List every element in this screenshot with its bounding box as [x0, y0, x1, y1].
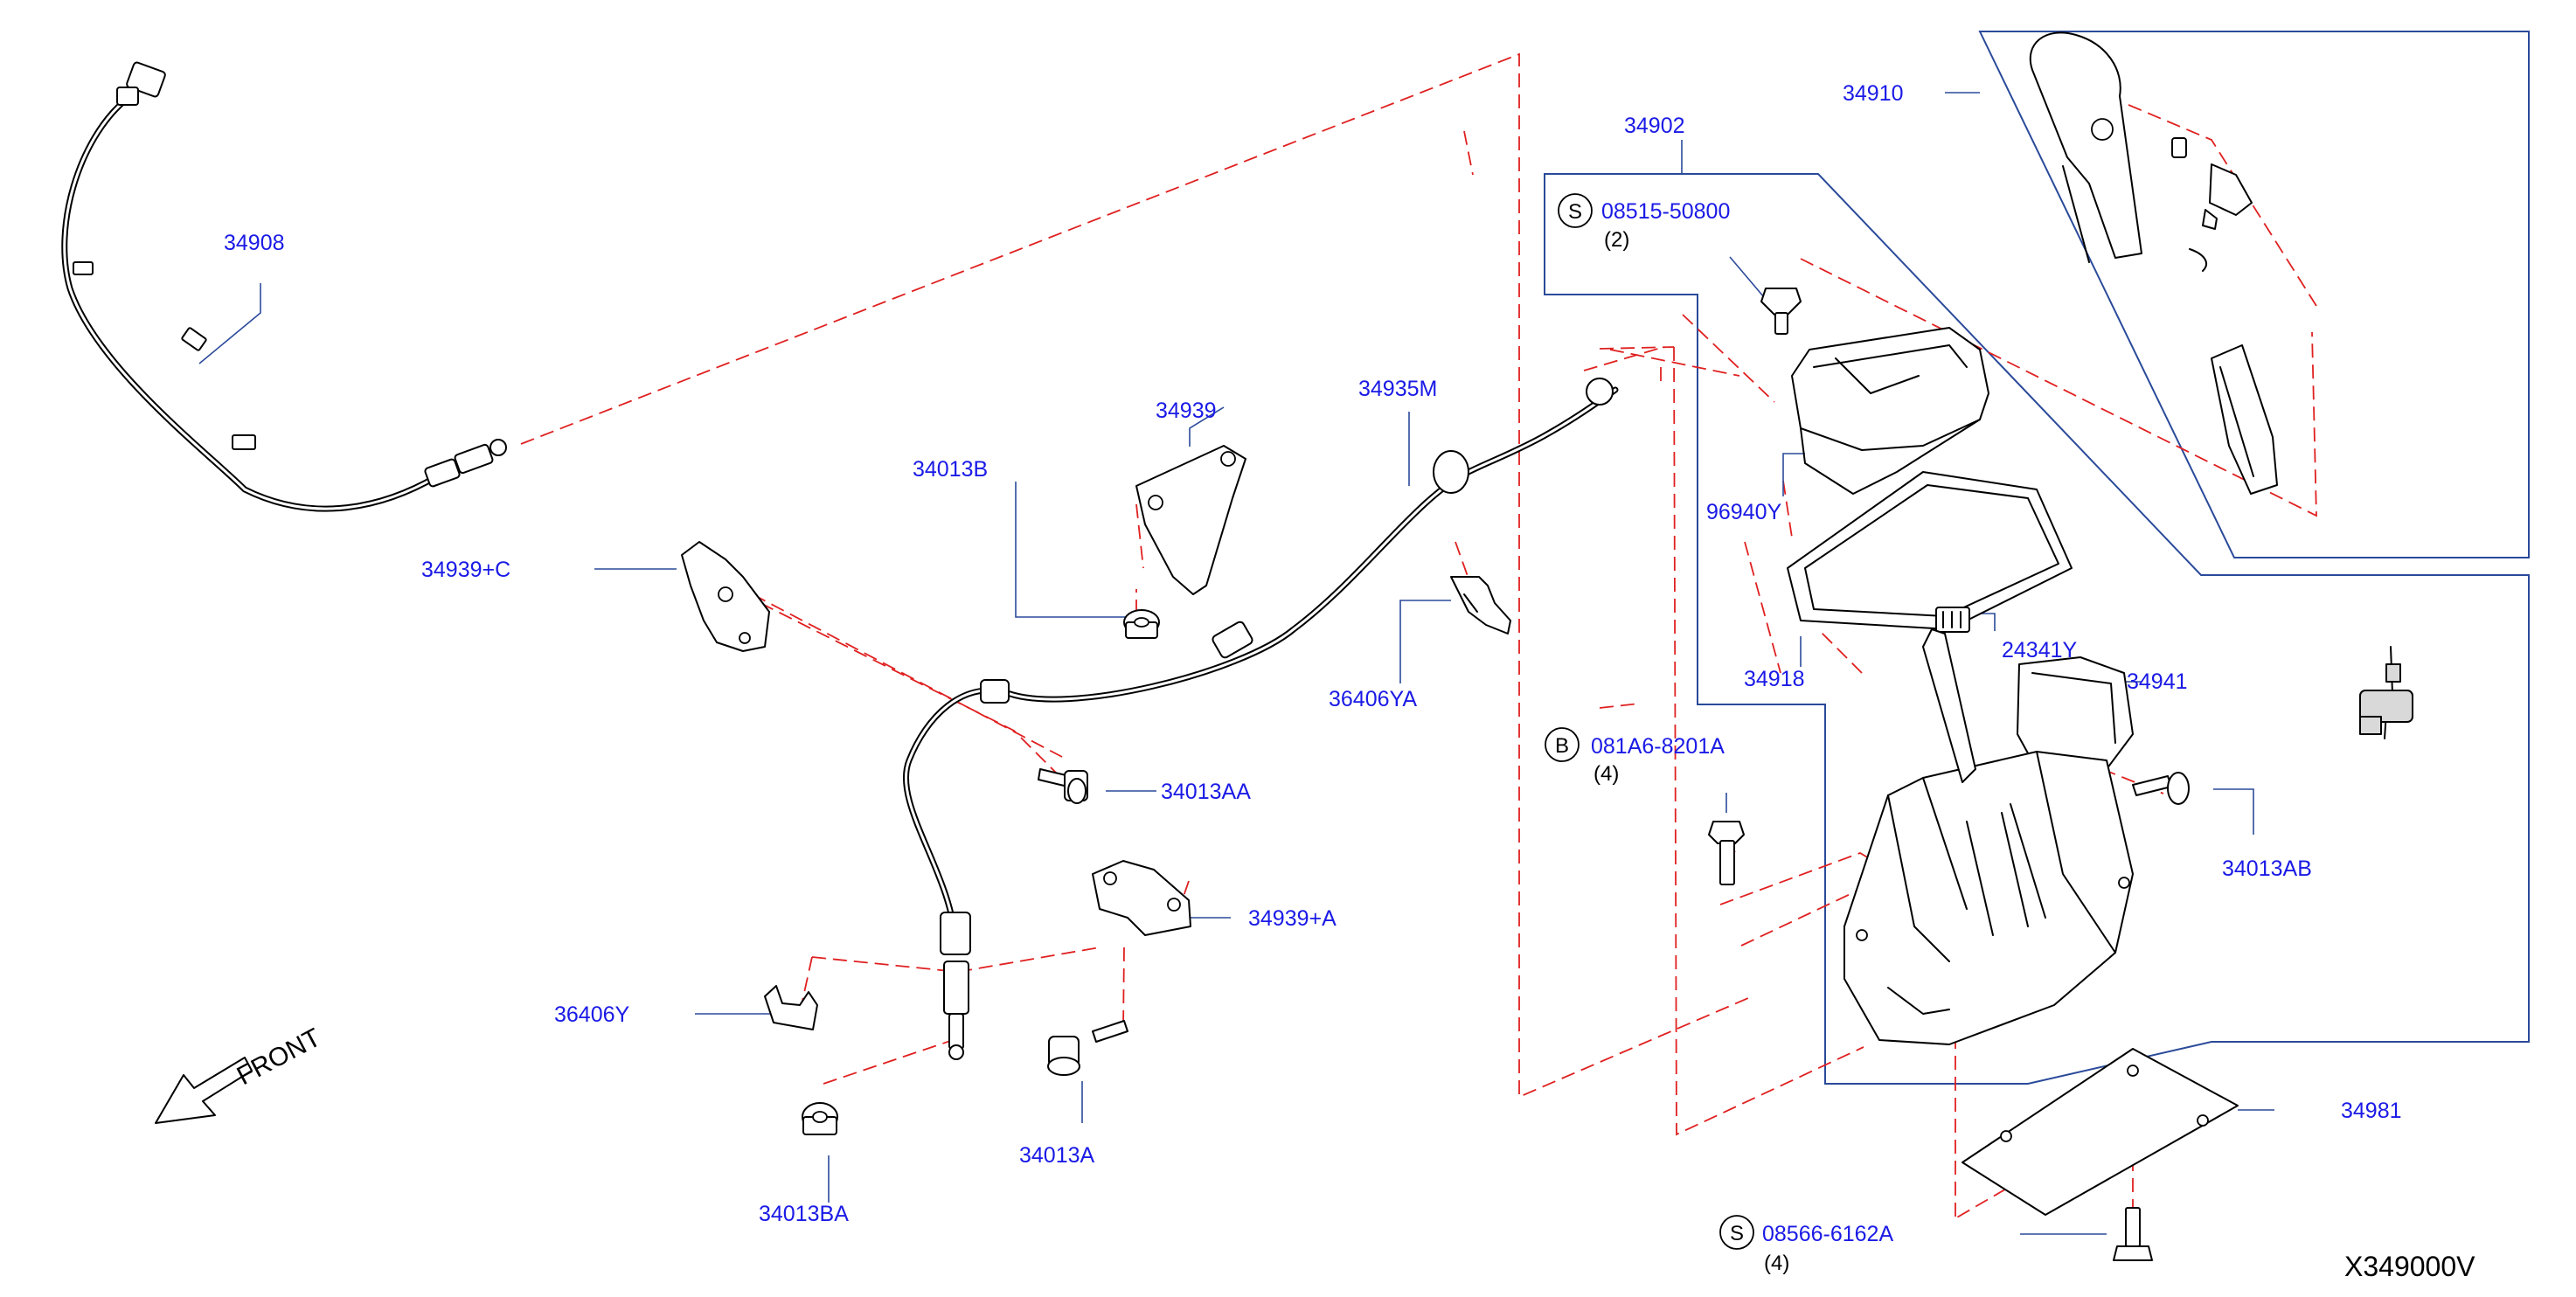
- callout-b-mid: B: [1545, 727, 1580, 762]
- thumbnail-assembly: [2359, 646, 2413, 739]
- front-label: FRONT: [233, 1023, 326, 1092]
- box-34910-knob-group: [1978, 31, 2530, 558]
- label-34918[interactable]: 34918: [1744, 667, 1805, 691]
- callout-s-top: S: [1558, 193, 1593, 228]
- label-34013AA[interactable]: 34013AA: [1161, 780, 1251, 804]
- finisher-96940Y: [1791, 327, 1989, 495]
- nut-34013BA: [802, 1102, 838, 1135]
- clip-36406Y: [764, 985, 818, 1030]
- bolt-34013AA: [1038, 768, 1088, 804]
- label-34013A[interactable]: 34013A: [1019, 1143, 1095, 1168]
- shift-knob-34910: [2029, 31, 2278, 495]
- svg-text:B: B: [1555, 734, 1569, 758]
- under-cover-34981: [1962, 1048, 2239, 1216]
- clip-36406YA: [1450, 576, 1511, 635]
- bracket-34939C: [681, 541, 770, 652]
- label-34902[interactable]: 34902: [1624, 114, 1685, 138]
- label-96940Y[interactable]: 96940Y: [1706, 500, 1782, 524]
- label-08515-50800[interactable]: 08515-50800: [1601, 199, 1730, 224]
- label-08566-6162A[interactable]: 08566-6162A: [1762, 1222, 1893, 1246]
- nut-34013B: [1123, 609, 1160, 639]
- cover-34941: [2017, 656, 2134, 770]
- label-24341Y[interactable]: 24341Y: [2002, 638, 2078, 662]
- qty-081A6-8201A: (4): [1594, 762, 1619, 786]
- qty-08566-6162A: (4): [1764, 1252, 1789, 1275]
- label-34910[interactable]: 34910: [1843, 81, 1904, 106]
- svg-text:S: S: [1568, 200, 1582, 224]
- label-36406YA[interactable]: 36406YA: [1329, 687, 1417, 711]
- shifter-assembly-34902: [1843, 628, 2134, 1045]
- screw-08515-50800: [1760, 288, 1802, 335]
- label-34939C[interactable]: 34939+C: [421, 558, 510, 582]
- label-34013AB[interactable]: 34013AB: [2222, 857, 2312, 881]
- label-34013B[interactable]: 34013B: [913, 457, 988, 482]
- label-34935M[interactable]: 34935M: [1358, 377, 1437, 401]
- qty-08515-50800: (2): [1604, 228, 1629, 252]
- diagram-code: X349000V: [2344, 1251, 2475, 1282]
- front-arrow-icon: [155, 1057, 253, 1124]
- label-34981[interactable]: 34981: [2341, 1099, 2402, 1123]
- label-34939A[interactable]: 34939+A: [1248, 906, 1337, 931]
- callout-s-bottom: S: [1719, 1215, 1754, 1250]
- control-cable-34935M: [902, 378, 1619, 1060]
- bolt-08566-6162A: [2113, 1207, 2153, 1261]
- label-081A6-8201A[interactable]: 081A6-8201A: [1591, 734, 1725, 759]
- svg-text:S: S: [1730, 1222, 1744, 1245]
- bracket-34939: [1135, 445, 1246, 595]
- label-34908[interactable]: 34908: [224, 231, 285, 255]
- bracket-34939A: [1092, 860, 1191, 936]
- box-34902-shifter-group: [1544, 173, 2530, 1085]
- bolt-34013AB: [2132, 772, 2190, 805]
- label-34013BA[interactable]: 34013BA: [759, 1202, 849, 1226]
- gasket-34918: [1787, 471, 2073, 630]
- control-cable-34908: [61, 61, 507, 512]
- bolt-081A6-8201A: [1708, 821, 1745, 885]
- label-34939[interactable]: 34939: [1156, 399, 1217, 423]
- bolt-34013A: [1047, 1020, 1128, 1076]
- label-34941[interactable]: 34941: [2127, 669, 2188, 694]
- connector-24341Y: [1935, 607, 1970, 633]
- label-36406Y[interactable]: 36406Y: [554, 1002, 630, 1027]
